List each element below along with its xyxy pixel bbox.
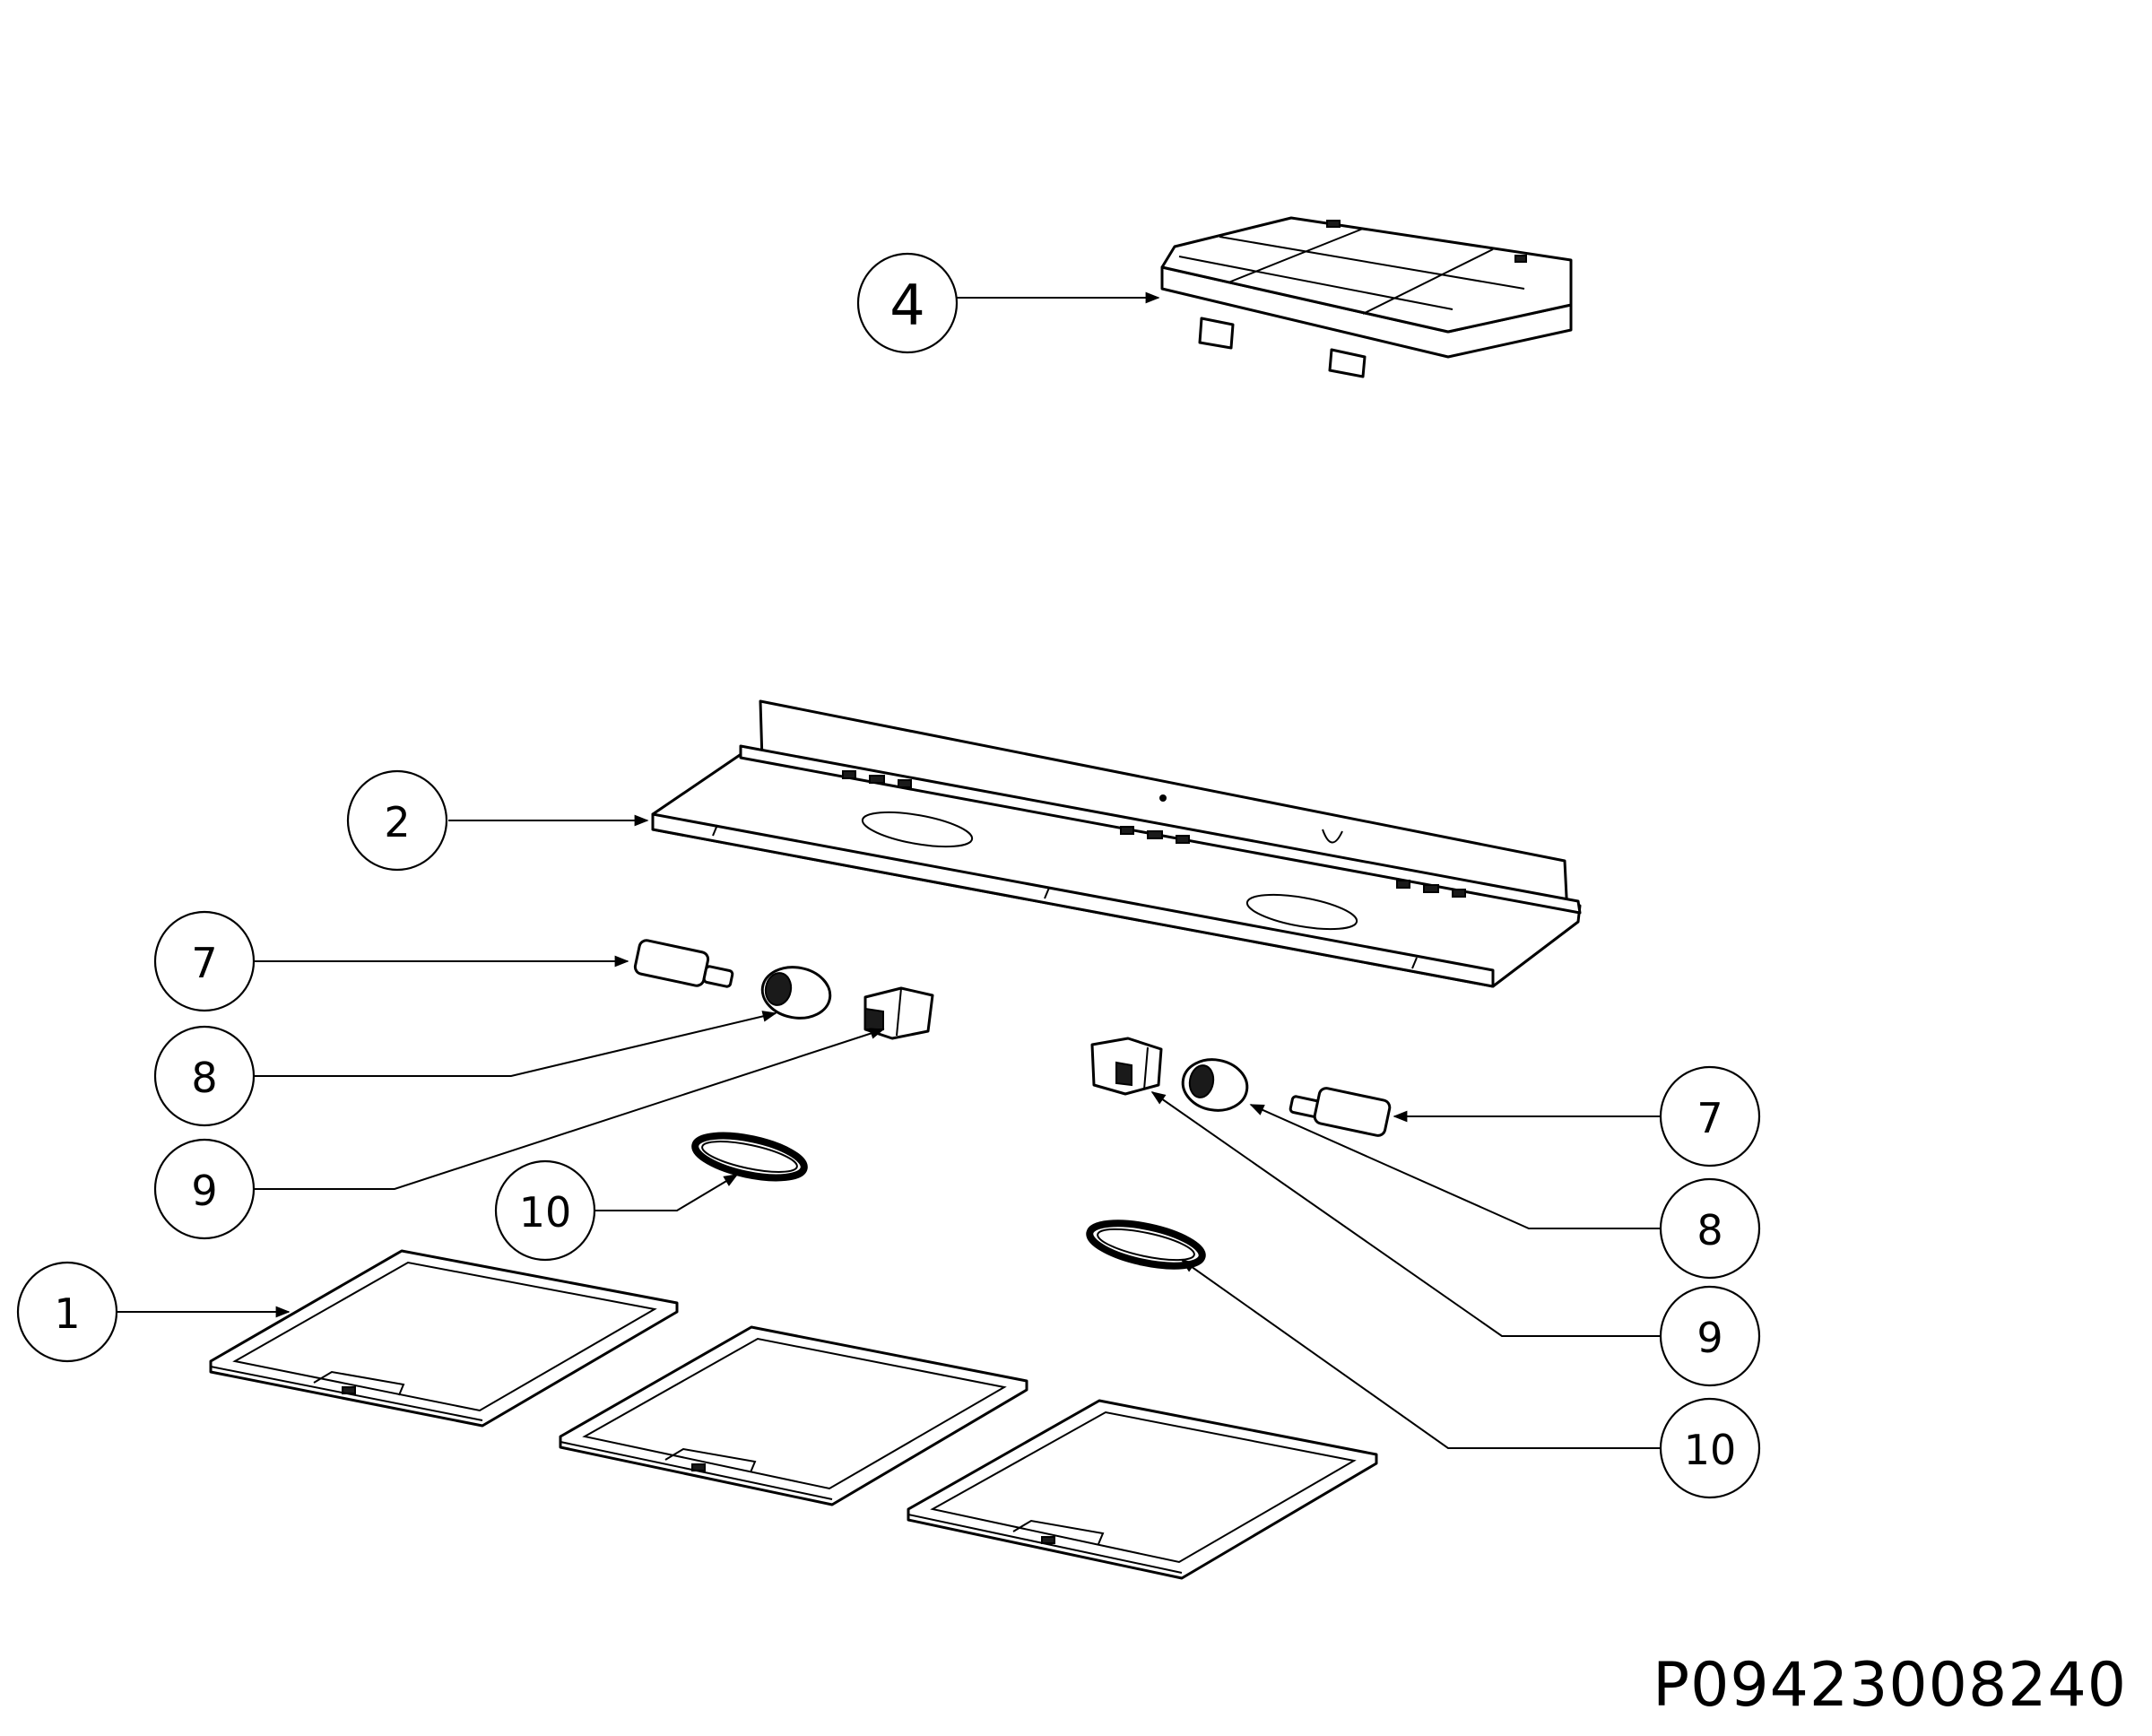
lamp-holder-part-9-right	[1090, 1037, 1163, 1096]
callout-8-left: 8	[153, 1011, 777, 1127]
callout-9-right: 9	[1150, 1091, 1761, 1387]
callout-9-left-label: 9	[191, 1167, 217, 1215]
callout-7-right: 7	[1393, 1065, 1761, 1167]
callout-4-label: 4	[889, 273, 924, 338]
callout-1: 1	[16, 1261, 291, 1363]
callout-7-left: 7	[153, 910, 629, 1012]
gasket-part-10-right	[1086, 1220, 1206, 1270]
carbon-filter-part-4	[1160, 216, 1573, 378]
grease-filter-part-1-b	[559, 1325, 1028, 1506]
callout-1-label: 1	[54, 1289, 80, 1338]
bulb-part-7-right	[1289, 1087, 1392, 1137]
callout-2-label: 2	[384, 798, 410, 846]
bulb-part-7-left	[633, 939, 734, 988]
drawing-code: P09423008240	[1653, 1650, 2127, 1721]
callout-4: 4	[856, 252, 1160, 354]
lamp-assembly-right	[1090, 1037, 1392, 1137]
callout-10-right: 10	[1180, 1259, 1761, 1499]
filter-support-tray-part-2	[651, 699, 1582, 988]
lamp-assembly-left	[633, 939, 934, 1040]
callout-8-right: 8	[1249, 1104, 1761, 1280]
callout-2: 2	[346, 769, 649, 872]
callout-8-right-label: 8	[1696, 1206, 1722, 1254]
callout-10-right-label: 10	[1684, 1426, 1737, 1474]
grease-filter-part-1-c	[907, 1399, 1378, 1580]
callout-10-left: 10	[494, 1159, 739, 1262]
callout-9-right-label: 9	[1696, 1314, 1722, 1362]
socket-part-8-right	[1181, 1058, 1249, 1112]
callout-8-left-label: 8	[191, 1054, 217, 1102]
gasket-part-10-left	[691, 1132, 808, 1182]
callout-10-left-label: 10	[519, 1188, 572, 1237]
callout-7-left-label: 7	[191, 939, 217, 987]
callout-9-left: 9	[153, 1028, 885, 1240]
callout-7-right-label: 7	[1696, 1094, 1722, 1142]
socket-part-8-left	[760, 966, 832, 1020]
grease-filter-part-1-a	[209, 1249, 679, 1428]
lamp-holder-part-9-left	[863, 986, 934, 1040]
